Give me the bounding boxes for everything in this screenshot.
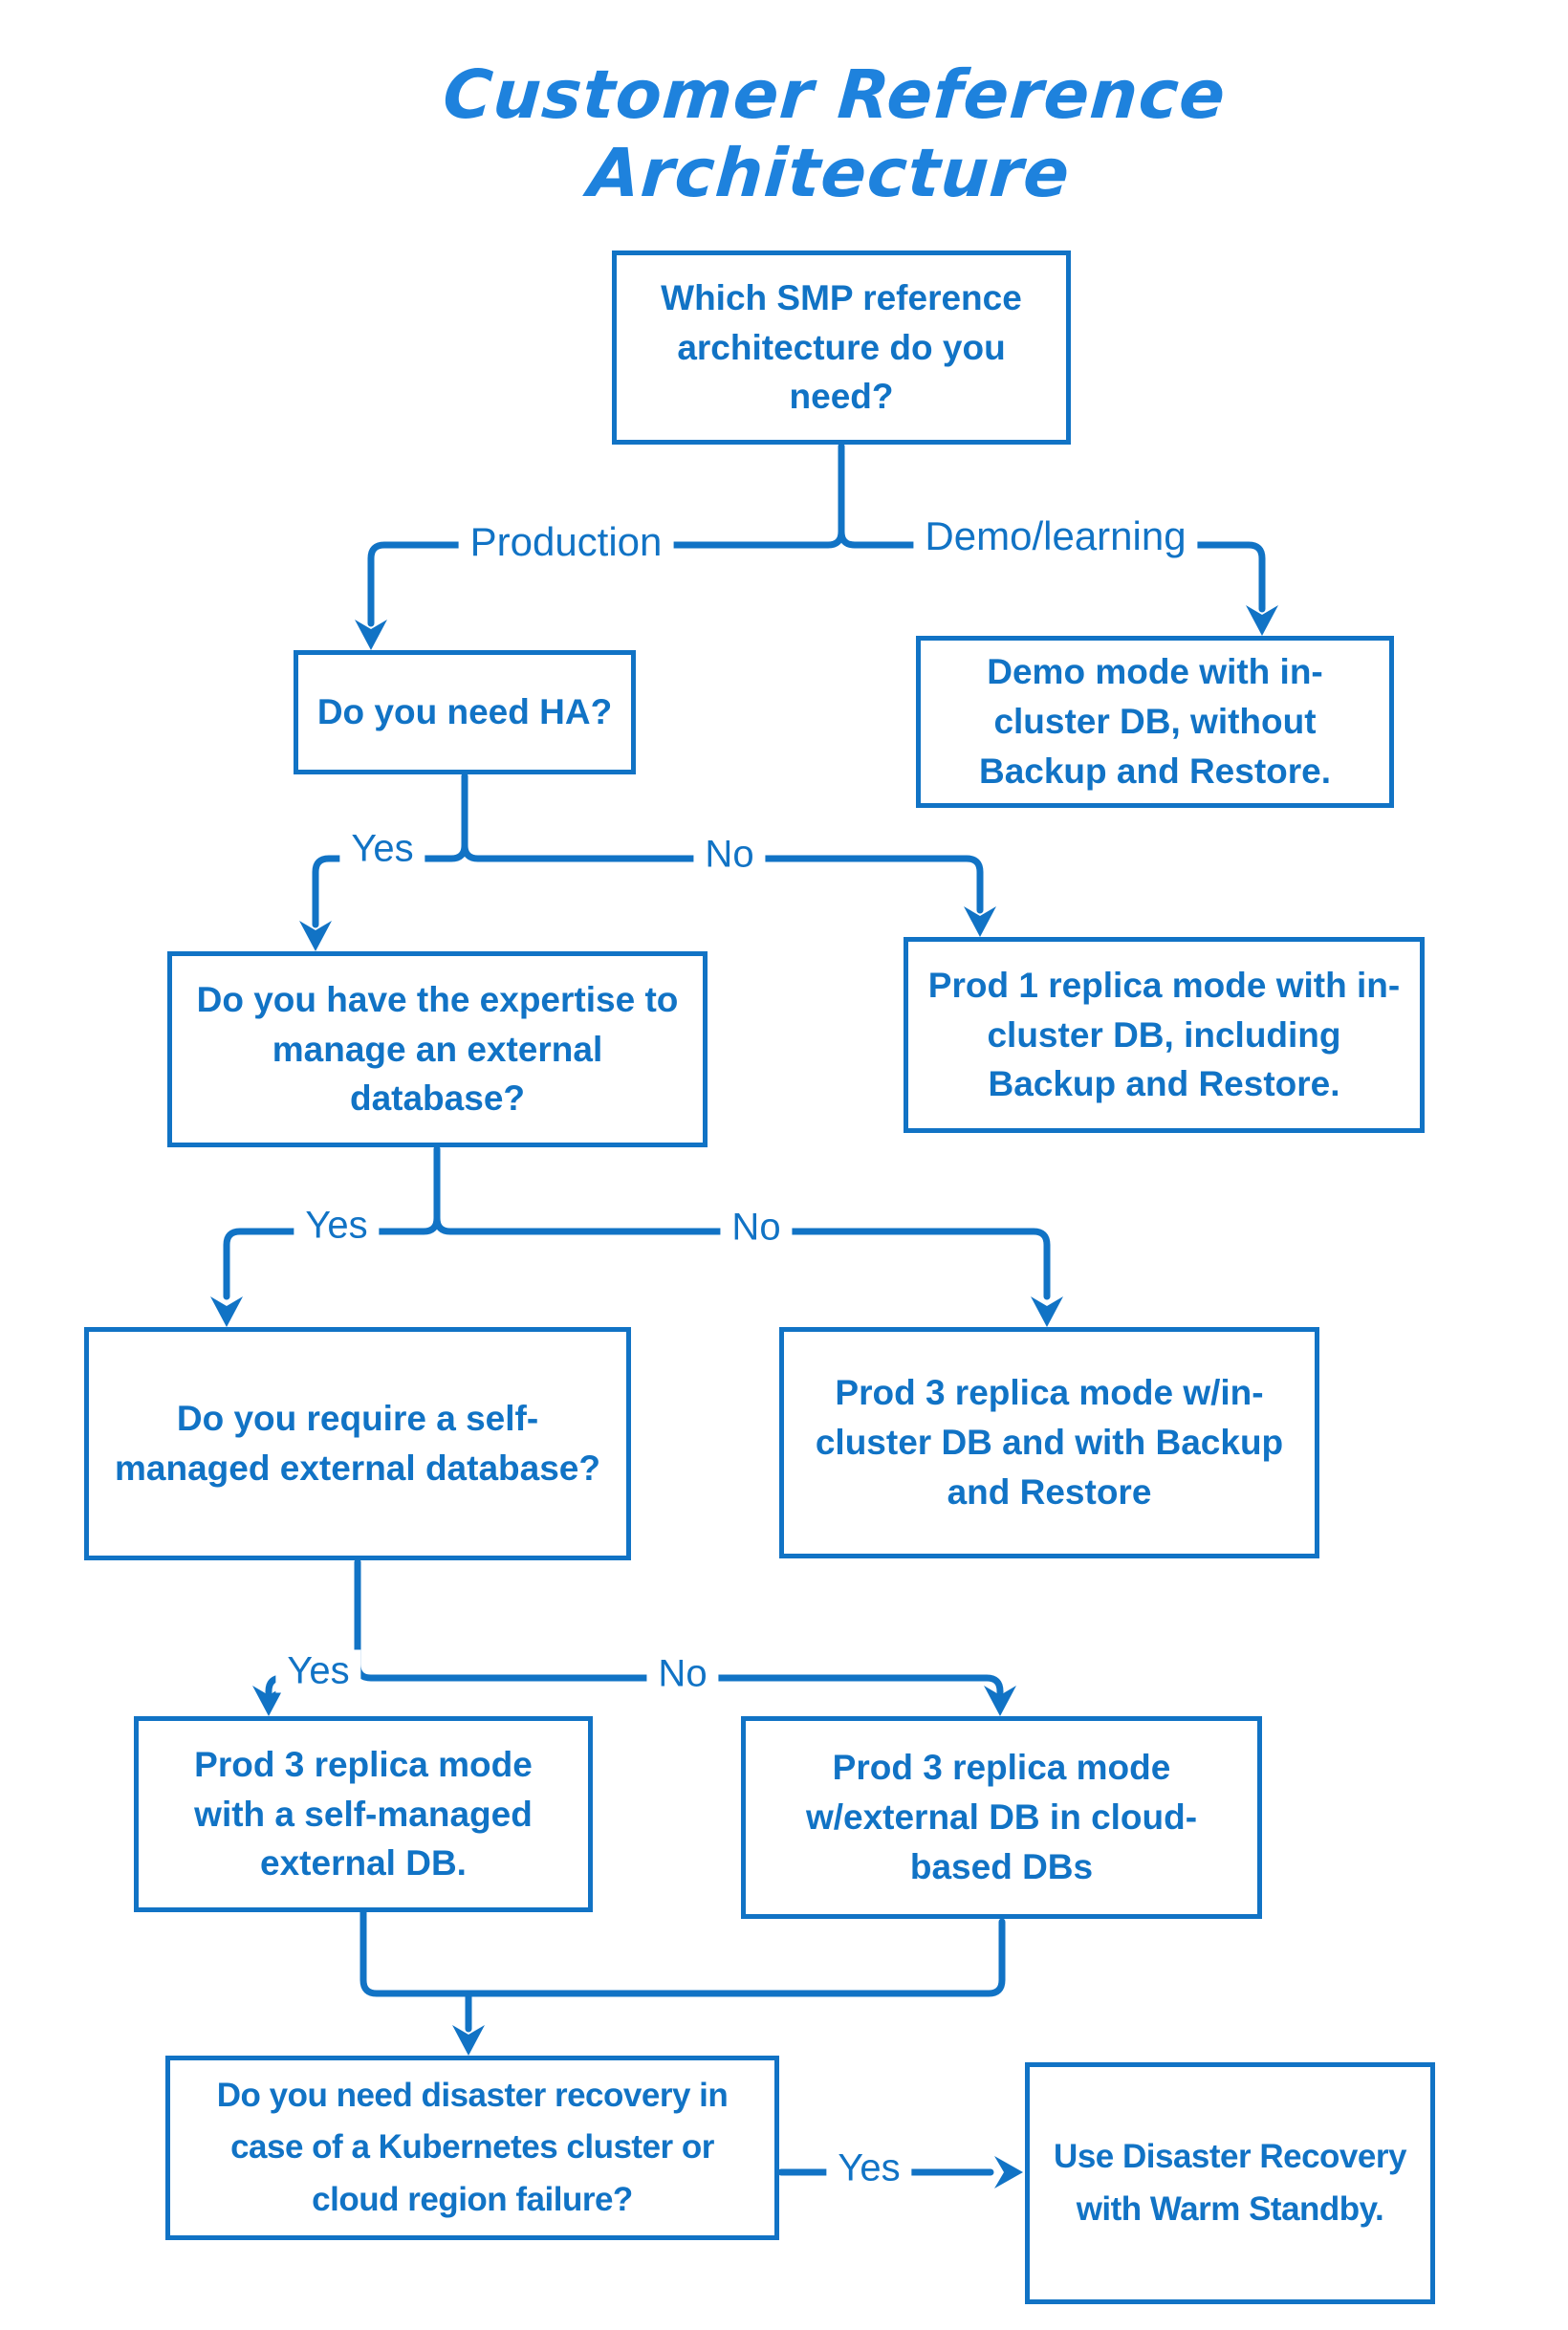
arrowhead-production [355,620,387,650]
edge-label-dr-yes: Yes [826,2146,912,2190]
node-which-smp-reference: Which SMP reference architecture do you … [612,250,1071,445]
arrowhead-expertise-yes [210,1296,243,1327]
edge-label-expertise-no: No [720,1206,793,1250]
arrowhead-selfmanaged-yes [252,1686,285,1716]
arrowhead-expertise-no [1031,1296,1063,1327]
arrowhead-ha-yes [299,921,332,951]
edge-label-ha-yes: Yes [339,827,425,871]
connector-merge-bar [359,1908,1006,1997]
node-use-dr: Use Disaster Recovery with Warm Standby. [1025,2062,1435,2304]
node-demo-mode: Demo mode with in-cluster DB, without Ba… [916,636,1394,808]
node-dr-question: Do you need disaster recovery in case of… [165,2056,779,2240]
edge-label-demo-learning: Demo/learning [913,513,1198,559]
edge-label-selfmanaged-no: No [646,1652,719,1696]
node-self-managed-question: Do you require a self-managed external d… [84,1327,631,1560]
edge-label-selfmanaged-yes: Yes [275,1649,361,1693]
edge-label-expertise-yes: Yes [294,1204,380,1248]
arrowhead-ha-no [964,906,996,937]
node-expertise-question: Do you have the expertise to manage an e… [167,951,708,1147]
arrowhead-merge-stem [452,2025,485,2056]
edge-label-production: Production [458,519,674,565]
node-prod3-incluster: Prod 3 replica mode w/in-cluster DB and … [779,1327,1319,1558]
node-prod1-replica: Prod 1 replica mode with in-cluster DB, … [904,937,1425,1133]
edge-label-ha-no: No [693,833,766,877]
node-prod3-cloud: Prod 3 replica mode w/external DB in clo… [741,1716,1262,1919]
arrowhead-selfmanaged-no [984,1686,1016,1716]
node-prod3-self-managed: Prod 3 replica mode with a self-managed … [134,1716,593,1912]
arrowhead-dr-yes [994,2156,1023,2188]
node-need-ha: Do you need HA? [294,650,636,774]
arrowhead-demo-learning [1246,605,1278,636]
